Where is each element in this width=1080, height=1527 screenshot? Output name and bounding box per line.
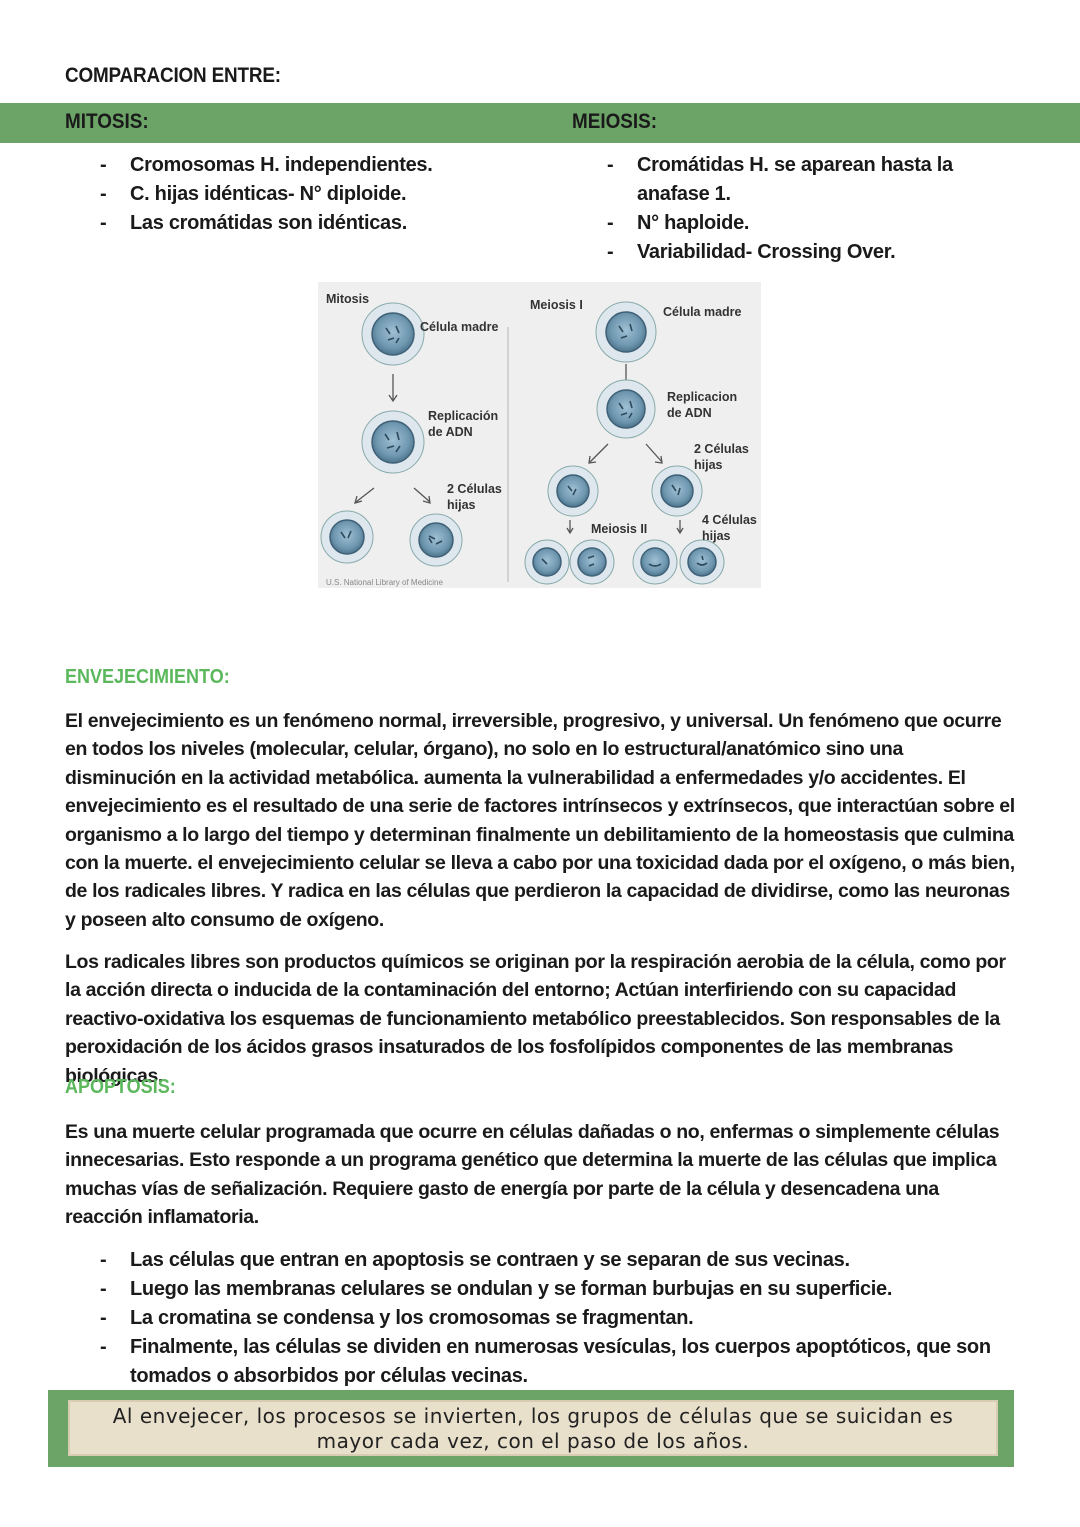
- mitosis-heading: MITOSIS:: [65, 110, 149, 133]
- note-line-1: Al envejecer, los procesos se invierten,…: [112, 1404, 954, 1428]
- apoptosis-paragraph: Es una muerte celular programada que ocu…: [65, 1121, 1000, 1229]
- list-item: Luego las membranas celulares se ondulan…: [65, 1275, 1015, 1304]
- cell-icon: [596, 379, 656, 439]
- cell-icon: [679, 539, 725, 585]
- list-item: N° haploide.: [572, 209, 1032, 238]
- apoptosis-list: Las células que entran en apoptosis se c…: [65, 1246, 1015, 1391]
- envejecimiento-paragraph-2: Los radicales libres son productos quími…: [65, 951, 1006, 1087]
- figure-label: hijas: [447, 498, 476, 512]
- list-item: La cromatina se condensa y los cromosoma…: [65, 1304, 1015, 1333]
- list-item: Cromosomas H. independientes.: [65, 151, 525, 180]
- list-item: C. hijas idénticas- N° diploide.: [65, 180, 525, 209]
- figure-label: 2 Células: [447, 482, 502, 496]
- cell-icon: [524, 539, 570, 585]
- list-item: Las cromátidas son idénticas.: [65, 209, 525, 238]
- cell-icon: [547, 465, 599, 517]
- apoptosis-heading: APOPTOSIS:: [65, 1076, 176, 1098]
- figure-label: Replicacion: [667, 390, 737, 404]
- figure-label: de ADN: [428, 425, 473, 439]
- page-title: COMPARACION ENTRE:: [65, 64, 281, 87]
- envejecimiento-heading: ENVEJECIMIENTO:: [65, 666, 230, 688]
- figure-label: Célula madre: [420, 320, 499, 334]
- cell-icon: [632, 539, 678, 585]
- cell-icon: [569, 539, 615, 585]
- list-item: Cromátidas H. se aparean hasta la anafas…: [572, 151, 1032, 209]
- cell-icon: [409, 513, 463, 567]
- cell-icons: [320, 301, 725, 585]
- figure-label: de ADN: [667, 406, 712, 420]
- figure-label: 2 Células: [694, 442, 749, 456]
- envejecimiento-paragraph-1: El envejecimiento es un fenómeno normal,…: [65, 710, 1015, 931]
- arrows: [354, 364, 684, 535]
- figure-label: Célula madre: [663, 305, 742, 319]
- figure-label: Replicación: [428, 409, 498, 423]
- figure-label-mitosis: Mitosis: [326, 292, 369, 306]
- cell-icon: [361, 302, 425, 366]
- cell-icon: [595, 301, 657, 363]
- note-paper: Al envejecer, los procesos se invierten,…: [68, 1400, 998, 1456]
- note-line-2: mayor cada vez, con el paso de los años.: [316, 1429, 750, 1453]
- figure-label: 4 Células: [702, 513, 757, 527]
- list-item: Las células que entran en apoptosis se c…: [65, 1246, 1015, 1275]
- figure-label-meiosis-ii: Meiosis II: [591, 522, 647, 536]
- cell-icon: [651, 465, 703, 517]
- comparison-header-bar: [0, 103, 1080, 143]
- mitosis-list: Cromosomas H. independientes. C. hijas i…: [65, 151, 525, 238]
- meiosis-list: Cromátidas H. se aparean hasta la anafas…: [572, 151, 1032, 267]
- mitosis-meiosis-figure: Mitosis Célula madre Replicación de ADN …: [318, 282, 761, 588]
- list-item: Finalmente, las células se dividen en nu…: [65, 1333, 1015, 1391]
- figure-label: hijas: [694, 458, 723, 472]
- cell-icon: [361, 410, 425, 474]
- meiosis-heading: MEIOSIS:: [572, 110, 658, 133]
- figure-label-meiosis-i: Meiosis I: [530, 298, 583, 312]
- figure-label: hijas: [702, 529, 731, 543]
- list-item: Variabilidad- Crossing Over.: [572, 238, 1032, 267]
- note-box: Al envejecer, los procesos se invierten,…: [48, 1390, 1014, 1467]
- note-text: Al envejecer, los procesos se invierten,…: [68, 1404, 998, 1454]
- figure-credit: U.S. National Library of Medicine: [326, 578, 443, 587]
- cell-icon: [320, 510, 374, 564]
- cell-division-diagram: Mitosis Célula madre Replicación de ADN …: [320, 292, 757, 587]
